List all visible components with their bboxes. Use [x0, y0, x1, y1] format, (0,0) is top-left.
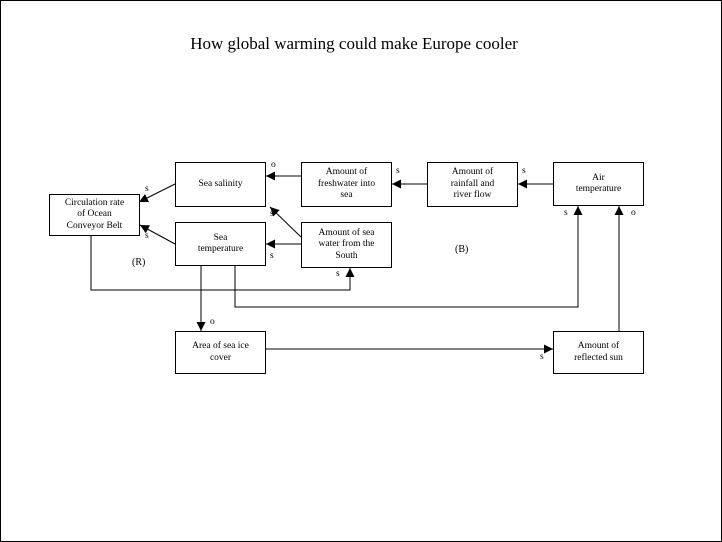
polarity-rainfall-to-freshwater: s [396, 166, 400, 176]
node-sea-water-south: Amount of sea water from the South [301, 222, 392, 268]
node-sea-temperature: Sea temperature [175, 222, 266, 266]
node-air-temperature: Air temperature [553, 162, 644, 206]
node-reflected-sun: Amount of reflected sun [553, 331, 644, 374]
node-freshwater: Amount of freshwater into sea [301, 162, 392, 207]
polarity-temperature-to-air: s [564, 208, 568, 218]
polarity-south-to-temperature: s [270, 251, 274, 261]
edge-temperature-to-air [234, 206, 583, 308]
polarity-south-to-salinity: s [270, 209, 274, 219]
polarity-reflected-to-air: o [631, 208, 636, 218]
diagram-title: How global warming could make Europe coo… [190, 34, 518, 53]
loop-label-balancing: (B) [455, 244, 469, 255]
polarity-air-to-rainfall: s [522, 166, 526, 176]
polarity-circulation-to-south: s [336, 269, 340, 279]
node-sea-salinity: Sea salinity [175, 162, 266, 207]
polarity-sea-ice-to-reflected: s [540, 352, 544, 362]
polarity-freshwater-to-salinity: o [271, 160, 276, 170]
loop-label-reinforcing: (R) [132, 257, 146, 268]
edge-circulation-to-south [90, 236, 355, 291]
edge-temperature-to-circulation [139, 224, 176, 245]
polarity-temperature-to-circulation: s [145, 231, 149, 241]
polarity-salinity-to-circulation: s [145, 184, 149, 194]
polarity-temperature-to-sea-ice: o [210, 317, 215, 327]
node-sea-ice-cover: Area of sea ice cover [175, 331, 266, 374]
node-circulation-rate: Circulation rate of Ocean Conveyor Belt [49, 194, 140, 236]
edge-south-to-salinity [269, 206, 302, 238]
edge-salinity-to-circulation [138, 183, 176, 203]
node-rainfall: Amount of rainfall and river flow [427, 162, 518, 207]
